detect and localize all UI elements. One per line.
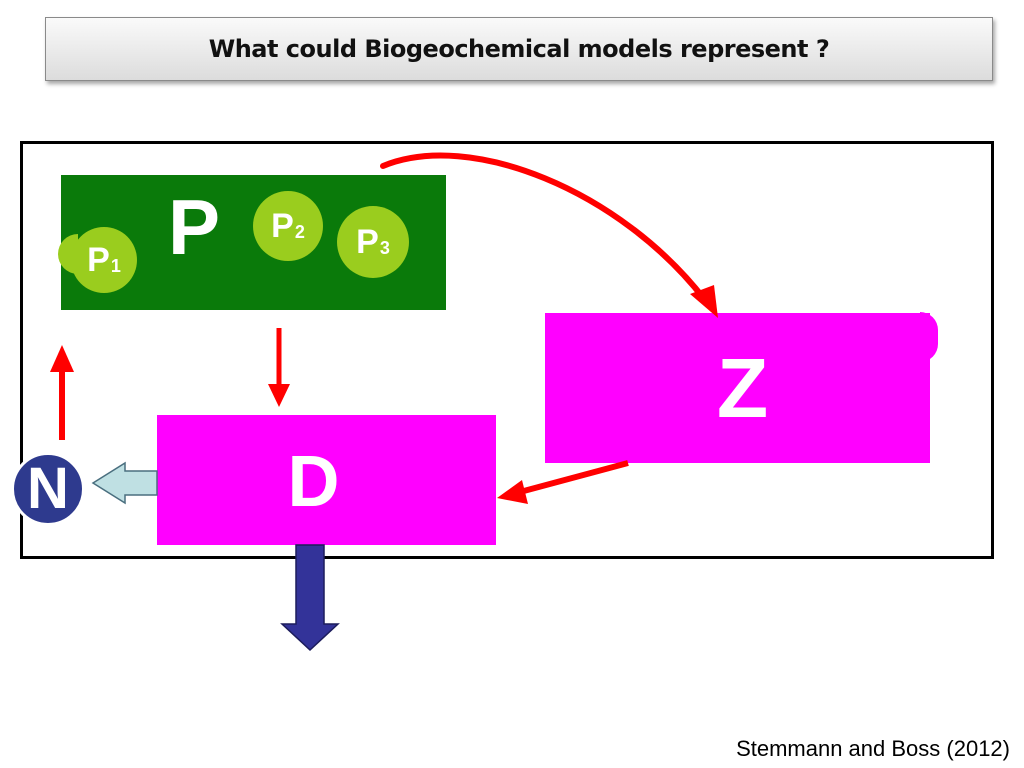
diagram-frame bbox=[20, 141, 994, 559]
p1-sub: 1 bbox=[110, 256, 121, 276]
arrow-z-to-d-head bbox=[497, 480, 528, 504]
zooplankton-label: Z bbox=[716, 340, 769, 435]
p3-base: P bbox=[356, 223, 379, 261]
p1-base: P bbox=[87, 241, 110, 279]
zooplankton-box: Z bbox=[545, 313, 930, 463]
arrow-p-to-z bbox=[380, 152, 708, 303]
p3-sub: 3 bbox=[379, 238, 390, 258]
nutrient-circle: N bbox=[11, 452, 85, 526]
detritus-box: D bbox=[157, 415, 496, 545]
slide-title: What could Biogeochemical models represe… bbox=[208, 35, 830, 63]
nutrient-label: N bbox=[27, 456, 69, 521]
arrow-d-export bbox=[280, 544, 340, 652]
p2-sub: 2 bbox=[294, 222, 305, 242]
phytoplankton-label: P bbox=[168, 183, 221, 271]
citation: Stemmann and Boss (2012) bbox=[736, 736, 1010, 761]
p2-base: P bbox=[271, 207, 294, 245]
title-bar: What could Biogeochemical models represe… bbox=[45, 17, 993, 81]
arrow-n-to-p-head bbox=[50, 345, 74, 372]
arrow-d-to-n bbox=[91, 461, 158, 505]
arrow-p-to-z-head bbox=[690, 285, 718, 318]
detritus-label: D bbox=[287, 442, 340, 522]
arrow-z-to-d bbox=[519, 460, 629, 495]
arrow-p-to-d-head bbox=[268, 384, 290, 407]
